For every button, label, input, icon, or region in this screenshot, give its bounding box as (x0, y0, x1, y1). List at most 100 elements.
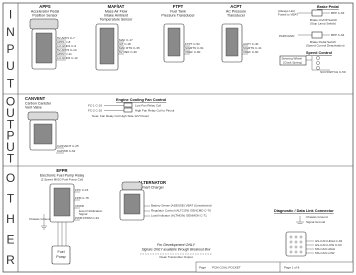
section-letter: R (6, 253, 15, 267)
efpr-sub-1: Electronic Fuel Pump Relay (40, 174, 85, 178)
section-letter: H (6, 212, 15, 226)
mafiat-sub-3: Temperature Sensor (100, 18, 133, 22)
brake-title: Brake Pedal (317, 5, 339, 9)
section-letter: U (6, 59, 15, 73)
mafiat-sub-1: Mass Air Flow (105, 10, 128, 14)
speed-control-pin: SCCSWITCH C-59 (320, 70, 346, 74)
cooling-pin-1: FC-1 C-19 (88, 104, 102, 108)
canvent-pin-1: CANVENT C-25 (57, 144, 79, 148)
dlc-pin-2: Signal Ground (306, 220, 326, 224)
alternator-pin-1: Battery Sense (ASENSE) VBAT (Unswitched) (151, 204, 212, 208)
ftpt-pin-2: SIGRTN C-91 (185, 46, 204, 50)
section-letter: T (7, 76, 15, 90)
brake-speed-ctrl-label: (Speed Control Deactivation) (306, 44, 345, 48)
cooling-fan-control: Engine Cooling Fan Control FC-1 C-19 FC-… (88, 98, 175, 118)
clock-spring-label: (Clock Spring) (283, 61, 302, 65)
apps-subtitle-2: Position Sensor (32, 14, 58, 18)
apps-title: APPS (39, 4, 51, 9)
ftpt-sub-2: Pressure Transducer (161, 14, 195, 18)
ftpt-pin-3: VREF C-90 (185, 50, 201, 54)
acpt-pin-1: ACPT C-40 (243, 42, 259, 46)
speed-control-title: Speed Control (306, 51, 332, 55)
mafiat-pin-4: 5V REF C-36 (119, 50, 137, 54)
fan-relay-low (123, 102, 133, 108)
development-note: For Development ONLY Signals ONLY availa… (140, 243, 212, 259)
alternator-pin-2: Regulator Control (ALTCON) GENCMD C-70 (151, 209, 211, 213)
steering-wheel-box (279, 55, 307, 66)
cooling-footer: Note: Fan Relay Coil High Side 12V Power (92, 114, 149, 118)
alternator-pin-3: Load Indicator (ALTMON) GENMON C-71 (151, 214, 207, 218)
mafiat-pin-1: MAF C-17 (119, 38, 133, 42)
brake-onoff-label: Brake On/Off Switch (310, 18, 337, 22)
footer-page-label: Page (199, 266, 206, 270)
ftpt-title: FTPT (173, 4, 184, 9)
brake-stoplamp-label: (Stop Lamp Switch) (310, 22, 336, 26)
cooling-title: Engine Cooling Fan Control (116, 98, 166, 102)
cooling-note-2: High Fan Relay Coil to Pinout (135, 109, 175, 113)
acpt-title: ACPT (230, 4, 242, 9)
dev-note-line-2: Signals ONLY available through Breakout … (142, 248, 211, 252)
cooling-note-1: Low Fan Relay Coil (135, 104, 161, 108)
alternator-title: ALTERNATOR (138, 180, 166, 185)
apps-pin-1: 5V-APP1 C-7 (57, 36, 75, 40)
brake-switch-2 (311, 31, 323, 39)
efpr-title: EFPR (56, 168, 67, 173)
efpr-extra-2: Signal (79, 212, 88, 216)
alternator-pin-block (123, 193, 141, 215)
dlc-title: Diagnostic / Data Link Connector (274, 209, 334, 213)
section-letter: O (6, 95, 15, 109)
acpt-pin-3: VREF C-90 (243, 50, 259, 54)
footer-page-number: Page 1 of 8 (284, 266, 300, 270)
brake-park-label: PARK/GND (279, 34, 295, 38)
alternator-connector-top (121, 181, 143, 191)
acpt-sub-1: AC Pressure (226, 10, 246, 14)
canvent-sub-1: Carbon Canister (25, 102, 52, 106)
acpt-pin-block (225, 27, 239, 57)
efpr-relay: EFPR Electronic Fuel Pump Relay (2 Speed… (29, 168, 103, 265)
section-letter: U (6, 140, 15, 154)
dev-note-line-1: For Development ONLY (157, 243, 196, 247)
apps-pin-block (35, 32, 53, 64)
ftpt-pin-block (167, 27, 181, 57)
maf-iat-sensor: MAF/IAT Mass Air Flow Intake Ambient Tem… (95, 4, 140, 71)
efpr-pin-4: PWM FPDM C-32 (75, 216, 99, 220)
brake-always-hot: (Always Hot) (278, 9, 295, 13)
brake-bpp-pin: BPP C-63 (331, 11, 345, 15)
section-letter: N (6, 25, 15, 39)
canvent-title: CANVENT (25, 96, 46, 101)
fuel-label: Fuel (58, 250, 65, 254)
mafiat-pin-3: MAF RTN C-35 (119, 46, 140, 50)
apps-pin-6: LO-GND2 C-12 (57, 56, 78, 60)
dlc-pin-3: HS-CAN HIGH C-94 (315, 239, 343, 243)
acpt-sensor: ACPT AC Pressure Transducer ACPT C-40 SI… (221, 4, 262, 63)
apps-sensor: APPS Accelerator Pedal Position Sensor 5… (29, 4, 78, 70)
dev-note-line-3: Clean Transmitter Output (159, 255, 193, 259)
brake-switch-1 (311, 9, 323, 17)
efpr-pin-block (53, 187, 71, 217)
apps-pin-5: APP2 C-11 (57, 52, 72, 56)
ftpt-sub-1: Fuel Tank (170, 10, 186, 14)
pump-label: Pump (56, 255, 65, 259)
alternator: ALTERNATOR Smart Charger Battery Sense (… (119, 180, 212, 221)
dlc-pin-4: HS-CAN LOW C-93 (315, 243, 342, 247)
brake-pedal-switch-label: Brake Pedal Switch (310, 40, 336, 44)
efpr-pin-3: VPWR (75, 204, 85, 208)
canvent-valve: CANVENT Carbon Canister Vent Valve CANVE… (25, 96, 79, 154)
apps-pin-3: LO-GND1 C-9 (57, 44, 76, 48)
apps-pin-2: APP1 C-8 (57, 40, 71, 44)
ftpt-pin-1: FTPT C-52 (185, 42, 200, 46)
section-letter: U (6, 106, 15, 120)
brake-fused: Fused to VBAT (278, 13, 298, 17)
efpr-ground-label: Chassis Ground (29, 217, 51, 221)
fan-relay-high (123, 107, 133, 113)
ftpt-sensor: FTPT Fuel Tank Pressure Transducer FTPT … (161, 4, 204, 63)
dlc-pin-6: MS-CAN LOW (315, 251, 335, 255)
section-letter: E (6, 232, 14, 246)
mafiat-sub-2: Intake Ambient (104, 14, 128, 18)
speed-control-circuit: Speed Control Steering Wheel (Clock Spri… (279, 51, 346, 74)
apps-subtitle: Accelerator Pedal (31, 10, 60, 14)
brake-pedal-circuit: Brake Pedal (Always Hot) Fused to VBAT B… (278, 5, 345, 48)
